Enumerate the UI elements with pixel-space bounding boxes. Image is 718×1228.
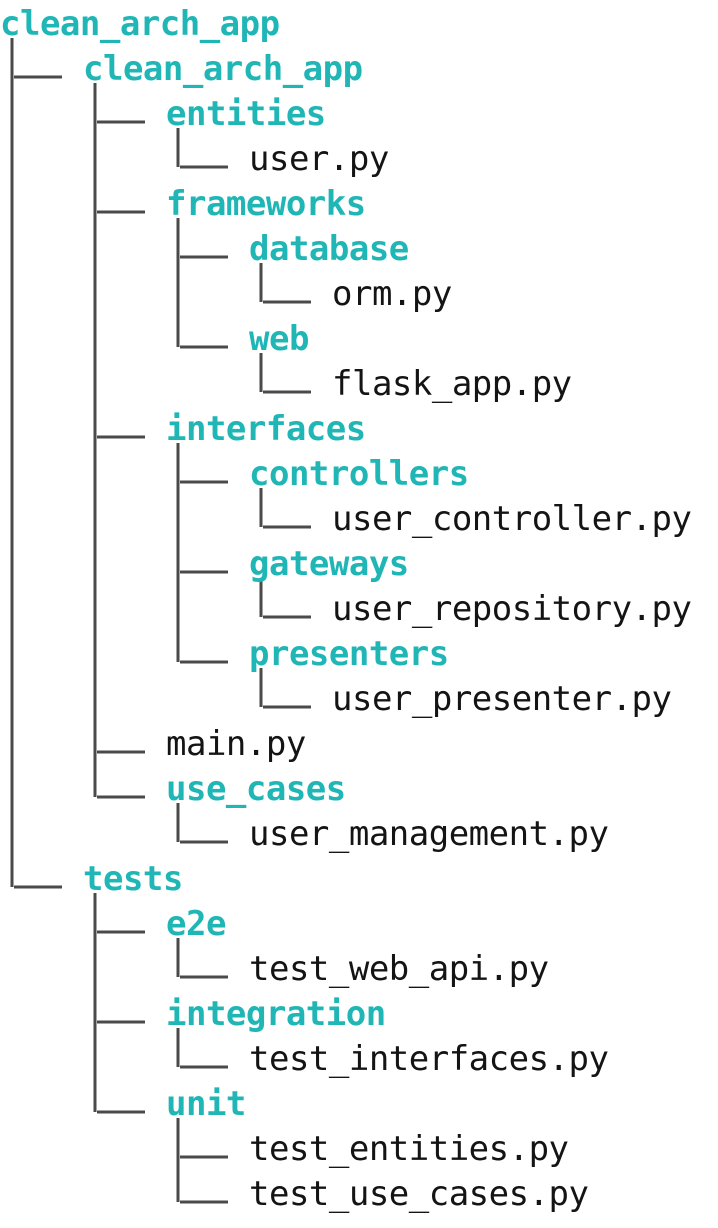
tree-file-test-web-api-py[interactable]: test_web_api.py [249, 949, 549, 989]
tree-file-orm-py[interactable]: orm.py [332, 274, 452, 314]
tree-dir-entities[interactable]: entities [166, 94, 326, 134]
tree-file-main-py[interactable]: main.py [166, 724, 306, 764]
tree-dir-unit[interactable]: unit [166, 1084, 246, 1124]
tree-dir-frameworks[interactable]: frameworks [166, 184, 366, 224]
tree-dir-presenters[interactable]: presenters [249, 634, 449, 674]
tree-dir-use-cases[interactable]: use_cases [166, 769, 346, 809]
tree-dir-clean-arch-app[interactable]: clean_arch_app [0, 4, 280, 44]
tree-file-user-presenter-py[interactable]: user_presenter.py [332, 679, 672, 719]
tree-file-test-entities-py[interactable]: test_entities.py [249, 1129, 569, 1169]
tree-dir-interfaces[interactable]: interfaces [166, 409, 366, 449]
tree-file-user-management-py[interactable]: user_management.py [249, 814, 609, 854]
tree-dir-tests[interactable]: tests [83, 859, 183, 899]
tree-file-flask-app-py[interactable]: flask_app.py [332, 364, 572, 404]
tree-dir-clean-arch-app[interactable]: clean_arch_app [83, 49, 363, 89]
tree-dir-web[interactable]: web [249, 319, 309, 359]
tree-dir-integration[interactable]: integration [166, 994, 386, 1034]
tree-dir-e2e[interactable]: e2e [166, 904, 226, 944]
tree-dir-controllers[interactable]: controllers [249, 454, 469, 494]
tree-dir-database[interactable]: database [249, 229, 409, 269]
tree-file-user-repository-py[interactable]: user_repository.py [332, 589, 692, 629]
tree-file-user-controller-py[interactable]: user_controller.py [332, 499, 692, 539]
tree-file-test-use-cases-py[interactable]: test_use_cases.py [249, 1174, 589, 1214]
tree-file-user-py[interactable]: user.py [249, 139, 389, 179]
tree-file-test-interfaces-py[interactable]: test_interfaces.py [249, 1039, 609, 1079]
tree-dir-gateways[interactable]: gateways [249, 544, 409, 584]
